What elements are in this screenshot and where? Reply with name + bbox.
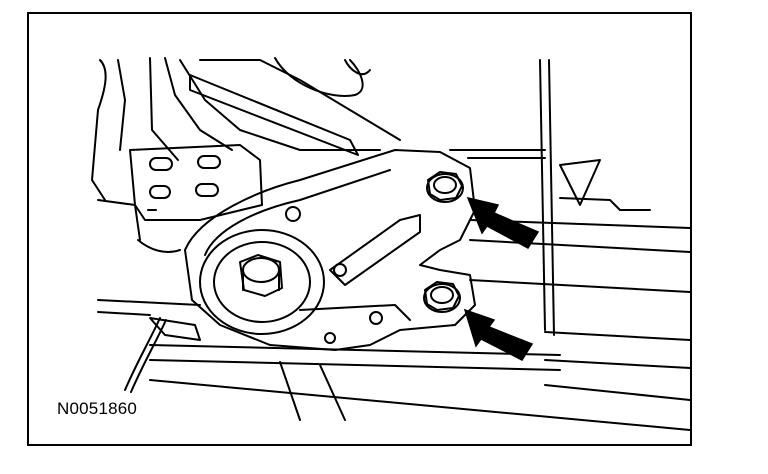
arrow-lower-bolt bbox=[463, 308, 534, 361]
bushing bbox=[199, 229, 325, 335]
lower-bolt bbox=[423, 281, 461, 313]
mounting-plate bbox=[129, 144, 263, 221]
figure-id-label: N0051860 bbox=[57, 399, 138, 418]
control-arm bbox=[184, 149, 476, 351]
arrow-upper-bolt bbox=[466, 196, 540, 249]
cable-line bbox=[124, 317, 201, 393]
vehicle-body-structure bbox=[91, 57, 691, 431]
upper-bolt bbox=[426, 171, 464, 203]
